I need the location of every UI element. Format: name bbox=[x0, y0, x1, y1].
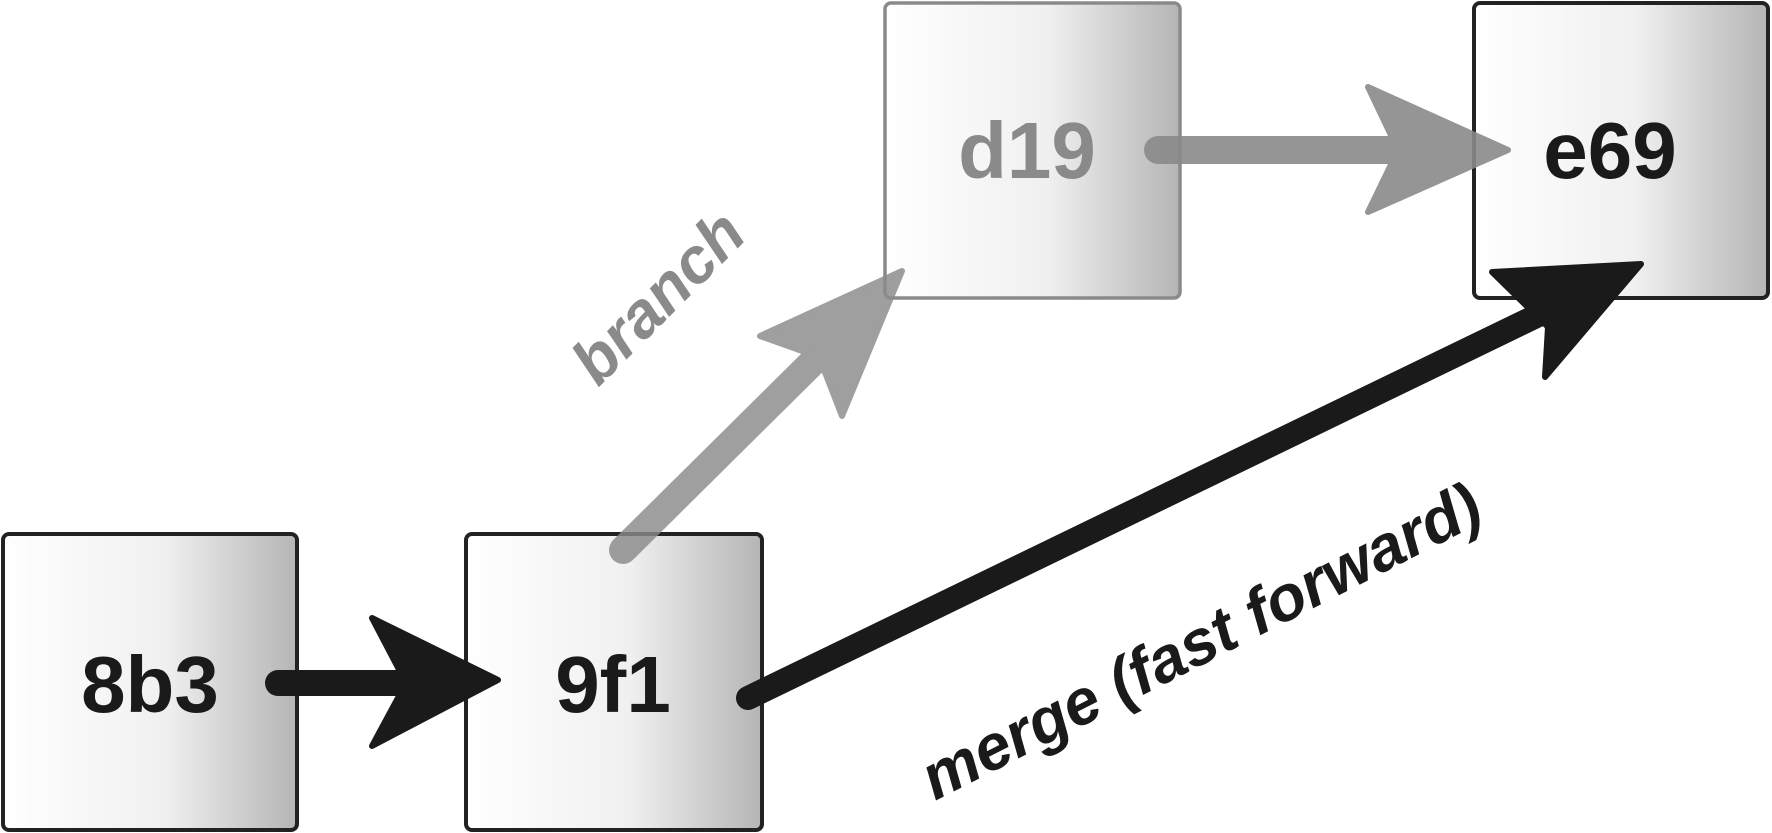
arrow-9f1-to-e69-merge bbox=[736, 261, 1644, 710]
arrow-9f1-to-d19-branch bbox=[609, 268, 905, 564]
commit-label: 9f1 bbox=[555, 640, 671, 729]
arrow-d19-to-e69 bbox=[1144, 84, 1511, 215]
commit-label: 8b3 bbox=[81, 640, 219, 729]
arrowhead bbox=[1489, 261, 1644, 380]
arrow-shaft bbox=[736, 296, 1565, 710]
commit-label: d19 bbox=[958, 106, 1096, 195]
arrowhead bbox=[1365, 84, 1511, 215]
commit-node-d19: d19 bbox=[883, 1, 1182, 300]
commit-node-9f1: 9f1 bbox=[464, 532, 764, 832]
branch-edge-label: branch bbox=[557, 196, 759, 398]
arrow-8b3-to-9f1 bbox=[265, 615, 501, 749]
arrowhead bbox=[757, 268, 905, 419]
commit-node-e69: e69 bbox=[1472, 1, 1770, 300]
commit-node-8b3: 8b3 bbox=[1, 532, 299, 832]
arrow-shaft bbox=[609, 331, 844, 564]
commit-label: e69 bbox=[1543, 106, 1676, 195]
arrowhead bbox=[369, 615, 501, 749]
merge-edge-label: merge (fast forward) bbox=[909, 468, 1493, 813]
